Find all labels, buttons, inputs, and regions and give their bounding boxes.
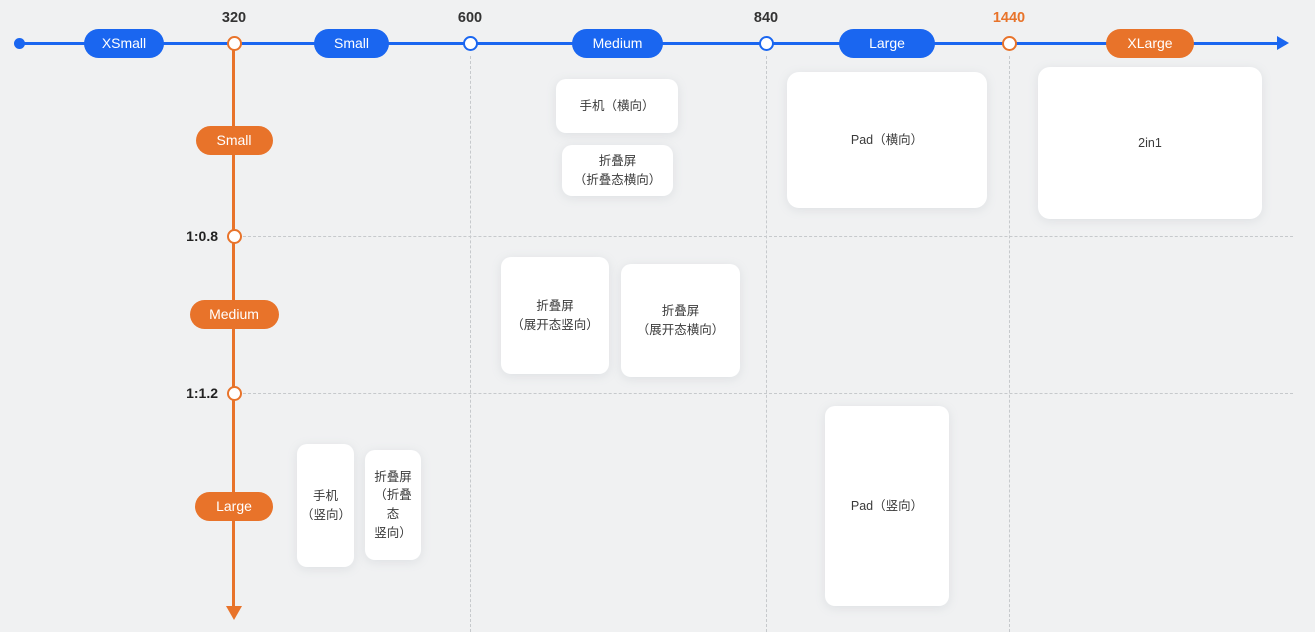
height-breakpoint-pill-large[interactable]: Large — [195, 492, 273, 521]
width-breakpoint-pill-large[interactable]: Large — [839, 29, 935, 58]
device-card-foldable-folded-landscape[interactable]: 折叠屏 （折叠态横向） — [562, 145, 673, 196]
device-card-phone-landscape[interactable]: 手机（横向） — [556, 79, 678, 133]
width-breakpoint-pill-medium[interactable]: Medium — [572, 29, 663, 58]
height-breakpoint-pill-medium[interactable]: Medium — [189, 300, 279, 329]
horizontal-axis-start-dot — [14, 38, 25, 49]
width-breakpoint-pill-xsmall[interactable]: XSmall — [84, 29, 164, 58]
breakpoint-tick-label-840: 840 — [753, 10, 779, 26]
breakpoint-tick-label-1440: 1440 — [992, 10, 1026, 26]
ratio-tick-label-1:0.8: 1:0.8 — [186, 228, 218, 244]
grid-line-vertical-2 — [1009, 56, 1010, 632]
grid-line-horizontal-1 — [243, 393, 1293, 394]
grid-line-vertical-0 — [470, 56, 471, 632]
grid-line-vertical-1 — [766, 56, 767, 632]
height-breakpoint-pill-small[interactable]: Small — [195, 126, 273, 155]
breakpoint-node-320[interactable] — [227, 36, 242, 51]
device-card-foldable-unfolded-landscape[interactable]: 折叠屏 （展开态横向） — [621, 264, 740, 377]
device-card-phone-portrait[interactable]: 手机 （竖向） — [297, 444, 354, 567]
breakpoint-tick-label-320: 320 — [221, 10, 247, 26]
device-card-two-in-one[interactable]: 2in1 — [1038, 67, 1262, 219]
device-card-foldable-unfolded-portrait[interactable]: 折叠屏 （展开态竖向） — [501, 257, 609, 374]
vertical-axis-arrow-icon — [226, 606, 242, 620]
breakpoint-node-600[interactable] — [463, 36, 478, 51]
width-breakpoint-pill-xlarge[interactable]: XLarge — [1106, 29, 1194, 58]
horizontal-axis-arrow-icon — [1277, 36, 1289, 50]
breakpoint-node-1440[interactable] — [1002, 36, 1017, 51]
breakpoint-tick-label-600: 600 — [457, 10, 483, 26]
breakpoint-node-840[interactable] — [759, 36, 774, 51]
device-card-foldable-folded-portrait[interactable]: 折叠屏 （折叠态 竖向） — [365, 450, 421, 560]
device-card-pad-landscape[interactable]: Pad（横向） — [787, 72, 987, 208]
ratio-node-1:1.2[interactable] — [227, 386, 242, 401]
grid-line-horizontal-0 — [243, 236, 1293, 237]
width-breakpoint-pill-small[interactable]: Small — [314, 29, 389, 58]
ratio-node-1:0.8[interactable] — [227, 229, 242, 244]
device-card-pad-portrait[interactable]: Pad（竖向） — [825, 406, 949, 606]
ratio-tick-label-1:1.2: 1:1.2 — [186, 385, 218, 401]
